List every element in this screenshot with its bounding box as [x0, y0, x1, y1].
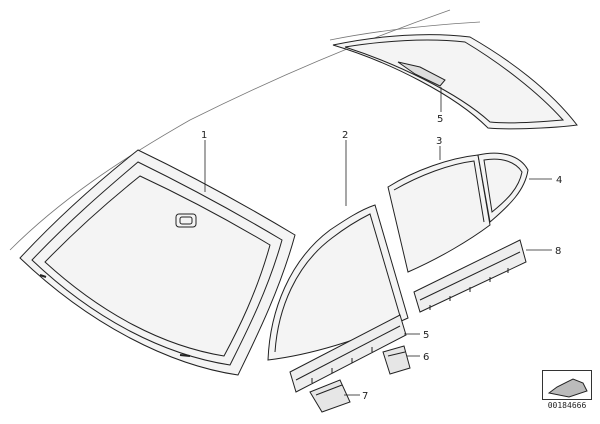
- windscreen-part[interactable]: [19, 149, 296, 376]
- trim-strip-part-5[interactable]: [289, 314, 407, 393]
- callout-5-mid: 5: [423, 330, 429, 341]
- diagram-id: 00184666: [547, 401, 587, 410]
- clip-part-6[interactable]: [382, 345, 411, 375]
- rear-window-part[interactable]: [332, 34, 578, 130]
- car-silhouette-icon: [547, 378, 588, 398]
- callout-8: 8: [555, 246, 561, 257]
- front-side-window-part[interactable]: [267, 204, 409, 361]
- callout-4: 4: [556, 175, 562, 186]
- bracket-part-7[interactable]: [309, 379, 351, 413]
- quarter-window-part[interactable]: [477, 152, 529, 223]
- callout-6: 6: [423, 352, 429, 363]
- overview-thumbnail: [542, 370, 592, 400]
- callout-7: 7: [362, 391, 368, 402]
- callout-1: 1: [201, 130, 207, 141]
- leader-lines: [204, 87, 552, 396]
- trim-strip-part-8[interactable]: [413, 239, 527, 313]
- callout-3: 3: [436, 136, 442, 147]
- callout-5-rear: 5: [437, 114, 443, 125]
- rear-door-window-part[interactable]: [387, 154, 491, 273]
- callout-2: 2: [342, 130, 348, 141]
